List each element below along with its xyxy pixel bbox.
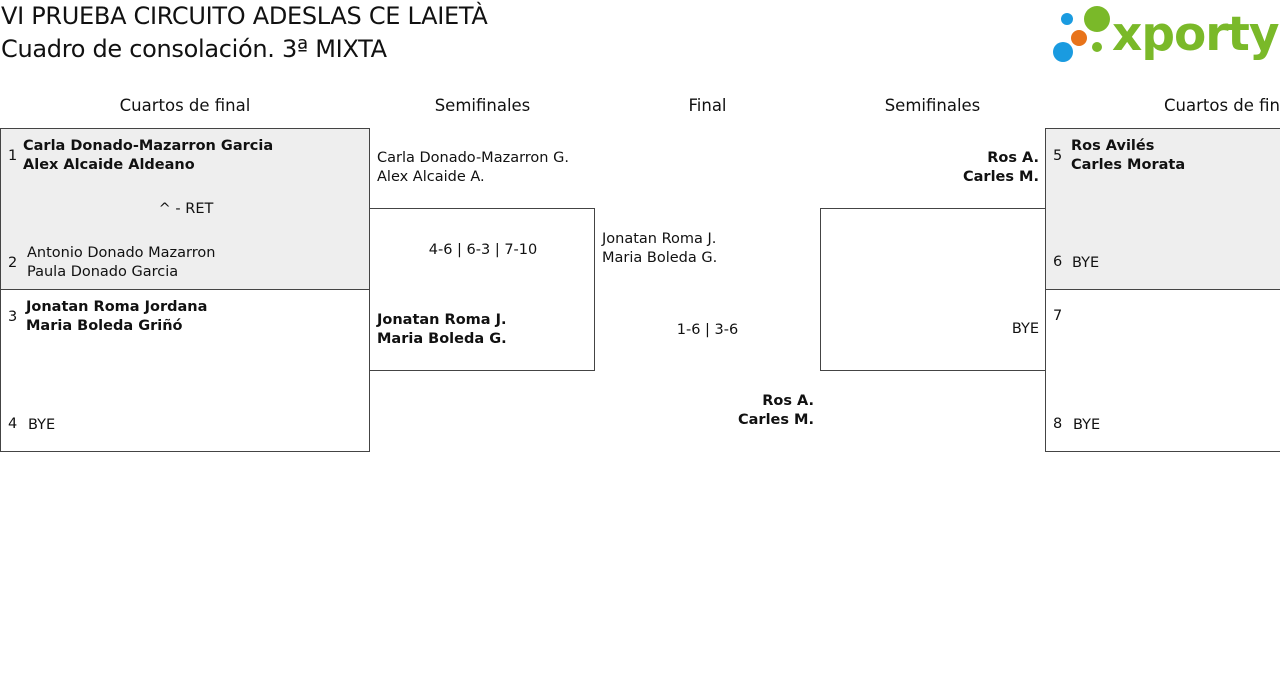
match-left-qf-1[interactable]: 1 Carla Donado-Mazarron Garcia Alex Alca… <box>0 128 370 290</box>
player-name[interactable]: Alex Alcaide A. <box>377 169 485 185</box>
round-final: Final <box>688 96 727 115</box>
round-right-sf: Semifinales <box>884 96 981 115</box>
match-score: ^ - RET <box>158 201 214 217</box>
match-left-sf[interactable]: 4-6 | 6-3 | 7-10 Jonatan Roma J. Maria B… <box>369 208 595 371</box>
player-name[interactable]: Maria Boleda G. <box>602 250 718 266</box>
player-name[interactable]: Carla Donado-Mazarron G. <box>377 150 569 166</box>
round-left-qf: Cuartos de final <box>119 96 251 115</box>
round-left-sf: Semifinales <box>434 96 531 115</box>
match-right-qf-1[interactable]: 5 Ros Avilés Carles Morata 6 BYE <box>1045 128 1280 290</box>
seed-number: 8 <box>1053 416 1063 432</box>
seed-number: 6 <box>1053 254 1063 270</box>
match-right-qf-2[interactable]: 7 8 BYE <box>1045 289 1280 452</box>
player-name[interactable]: Carles M. <box>738 412 814 428</box>
player-name[interactable]: Ros Avilés <box>1071 138 1155 154</box>
seed-number: 2 <box>8 255 18 271</box>
logo-dots-icon <box>1053 6 1110 62</box>
player-name[interactable]: Paula Donado Garcia <box>27 264 179 280</box>
seed-number: 3 <box>8 309 18 325</box>
player-name[interactable]: Ros A. <box>987 150 1039 166</box>
player-name[interactable]: Alex Alcaide Aldeano <box>23 157 195 173</box>
page-title: VI PRUEBA CIRCUITO ADESLAS CE LAIETÀ <box>1 2 488 30</box>
page-subtitle: Cuadro de consolación. 3ª MIXTA <box>1 35 387 63</box>
player-name[interactable]: Jonatan Roma J. <box>377 312 507 328</box>
player-name: BYE <box>1011 321 1039 337</box>
match-score: 4-6 | 6-3 | 7-10 <box>428 242 538 258</box>
player-name: BYE <box>1073 417 1101 433</box>
seed-number: 1 <box>8 148 18 164</box>
player-name[interactable]: Maria Boleda G. <box>377 331 507 347</box>
round-right-qf: Cuartos de final <box>1164 96 1280 115</box>
logo-text: xporty <box>1112 7 1280 62</box>
player-name[interactable]: Antonio Donado Mazarron <box>27 245 216 261</box>
player-name[interactable]: Carles Morata <box>1071 157 1186 173</box>
player-name[interactable]: Ros A. <box>762 393 814 409</box>
player-name[interactable]: Jonatan Roma Jordana <box>26 299 208 315</box>
xporty-logo[interactable]: xporty <box>1052 4 1280 68</box>
player-name: BYE <box>28 417 56 433</box>
player-name: BYE <box>1072 255 1100 271</box>
player-name[interactable]: Jonatan Roma J. <box>602 231 717 247</box>
seed-number: 7 <box>1053 308 1063 324</box>
match-left-qf-2[interactable]: 3 Jonatan Roma Jordana Maria Boleda Griñ… <box>0 289 370 452</box>
match-right-sf[interactable]: BYE <box>820 208 1046 371</box>
seed-number: 4 <box>8 416 18 432</box>
final-score: 1-6 | 3-6 <box>676 322 739 338</box>
player-name[interactable]: Maria Boleda Griñó <box>26 318 183 334</box>
player-name[interactable]: Carles M. <box>963 169 1039 185</box>
seed-number: 5 <box>1053 148 1063 164</box>
player-name[interactable]: Carla Donado-Mazarron Garcia <box>23 138 274 154</box>
